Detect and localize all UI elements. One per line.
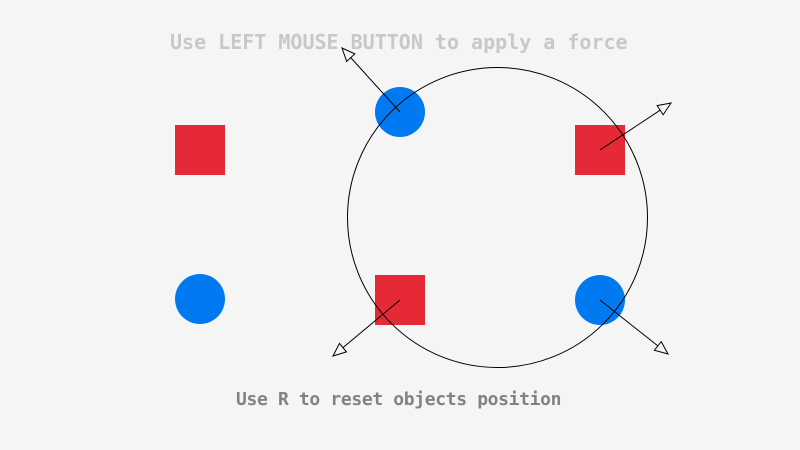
force-arrow bbox=[341, 47, 401, 113]
boundary-circle bbox=[347, 67, 648, 368]
force-arrow-head bbox=[653, 340, 670, 355]
force-arrow-shaft bbox=[350, 57, 401, 113]
force-arrow-head bbox=[332, 342, 348, 357]
force-arrow bbox=[332, 299, 401, 357]
force-arrow-shaft bbox=[599, 299, 659, 347]
instruction-reset: Use R to reset objects position bbox=[236, 389, 562, 410]
force-arrow-shaft bbox=[599, 109, 661, 151]
physics-object-square[interactable] bbox=[175, 125, 225, 175]
force-arrow-head bbox=[656, 102, 673, 116]
physics-object-circle[interactable] bbox=[175, 274, 225, 324]
force-arrow-shaft bbox=[342, 299, 401, 349]
force-arrow-head bbox=[341, 47, 356, 63]
force-arrow bbox=[599, 102, 673, 151]
instruction-apply-force: Use LEFT MOUSE BUTTON to apply a force bbox=[170, 30, 628, 54]
force-arrow bbox=[599, 299, 670, 355]
